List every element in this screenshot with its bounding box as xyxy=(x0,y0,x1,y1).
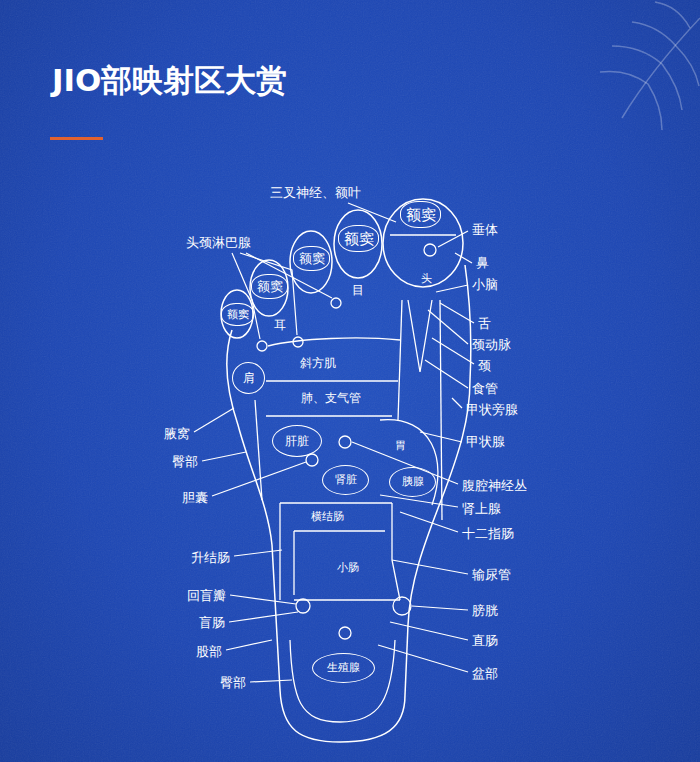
reflex-label: 食管 xyxy=(472,381,498,397)
zone-name: 额窦 xyxy=(299,251,325,267)
zone-region: 斜方肌 xyxy=(298,355,338,372)
reflex-label: 小脑 xyxy=(472,277,498,293)
reflex-label: 盆部 xyxy=(472,666,498,682)
reflex-label: 头颈淋巴腺 xyxy=(186,235,251,251)
zone-name: 胃 xyxy=(395,439,406,452)
zone-name: 额窦 xyxy=(227,308,249,321)
zone-oval: 额窦 xyxy=(251,274,288,299)
reflex-label: 肾上腺 xyxy=(462,501,501,517)
reflex-label: 股部 xyxy=(196,644,222,660)
zone-region: 目 xyxy=(350,282,366,299)
zone-oval: 额窦 xyxy=(338,225,379,252)
reflex-label: 三叉神经、额叶 xyxy=(270,185,361,201)
zone-name: 斜方肌 xyxy=(300,356,336,370)
zone-name: 胰腺 xyxy=(402,475,424,488)
reflex-label: 回盲瓣 xyxy=(187,588,226,604)
zone-oval: 胰腺 xyxy=(389,467,436,497)
leaf-watermark xyxy=(600,2,700,130)
zone-region: 胃 xyxy=(393,438,408,454)
zone-name: 横结肠 xyxy=(311,510,344,523)
zone-name: 小肠 xyxy=(337,561,359,574)
zone-name: 肺、支气管 xyxy=(301,391,361,405)
zone-oval: 额窦 xyxy=(400,201,441,228)
reflex-label: 十二指肠 xyxy=(462,526,514,542)
reflex-label: 甲状旁腺 xyxy=(466,402,518,418)
reflex-label: 鼻 xyxy=(476,255,489,271)
title-underline xyxy=(50,137,103,140)
zone-name: 生殖腺 xyxy=(327,661,360,674)
zone-name: 肩 xyxy=(243,371,255,385)
leader-lines xyxy=(194,203,474,682)
reflex-label: 垂体 xyxy=(472,222,498,238)
zone-region: 耳 xyxy=(272,317,288,334)
zone-oval: 额窦 xyxy=(293,246,330,271)
zone-name: 耳 xyxy=(274,318,286,332)
zone-name: 肝脏 xyxy=(285,434,309,448)
zone-region: 小肠 xyxy=(335,560,361,576)
reflex-label: 舌 xyxy=(478,316,491,332)
zone-oval: 额窦 xyxy=(221,303,254,326)
zone-name: 目 xyxy=(352,283,364,297)
reflex-label: 升结肠 xyxy=(191,550,230,566)
reflex-label: 直肠 xyxy=(472,633,498,649)
reflex-label: 膀胱 xyxy=(472,603,498,619)
zone-region: 肺、支气管 xyxy=(299,390,363,407)
reflex-label: 颈 xyxy=(478,358,491,374)
reflex-label: 臀部 xyxy=(172,454,198,470)
zone-name: 额窦 xyxy=(406,206,436,224)
foot-outline xyxy=(221,199,471,742)
page-title: JIO部映射区大赏 xyxy=(52,62,287,99)
reflex-label: 胆囊 xyxy=(182,490,208,506)
zone-region: 头 xyxy=(419,271,434,287)
zone-oval: 肩 xyxy=(232,362,265,394)
zone-region: 横结肠 xyxy=(309,509,346,525)
zone-name: 头 xyxy=(421,272,432,285)
reflex-zone-lines xyxy=(255,235,456,722)
zone-name: 肾脏 xyxy=(335,473,357,486)
reflex-label: 盲肠 xyxy=(199,615,225,631)
zone-oval: 生殖腺 xyxy=(312,653,375,683)
reflex-label: 臀部 xyxy=(220,675,246,691)
reflex-label: 腹腔神经丛 xyxy=(462,478,527,494)
reflex-label: 甲状腺 xyxy=(466,434,505,450)
zone-oval: 肝脏 xyxy=(272,425,322,457)
zone-name: 额窦 xyxy=(344,230,374,248)
reflex-label: 输尿管 xyxy=(472,567,511,583)
zone-oval: 肾脏 xyxy=(322,465,369,495)
reflex-label: 颈动脉 xyxy=(472,337,511,353)
zone-name: 额窦 xyxy=(257,279,283,295)
reflex-label: 腋窝 xyxy=(164,426,190,442)
